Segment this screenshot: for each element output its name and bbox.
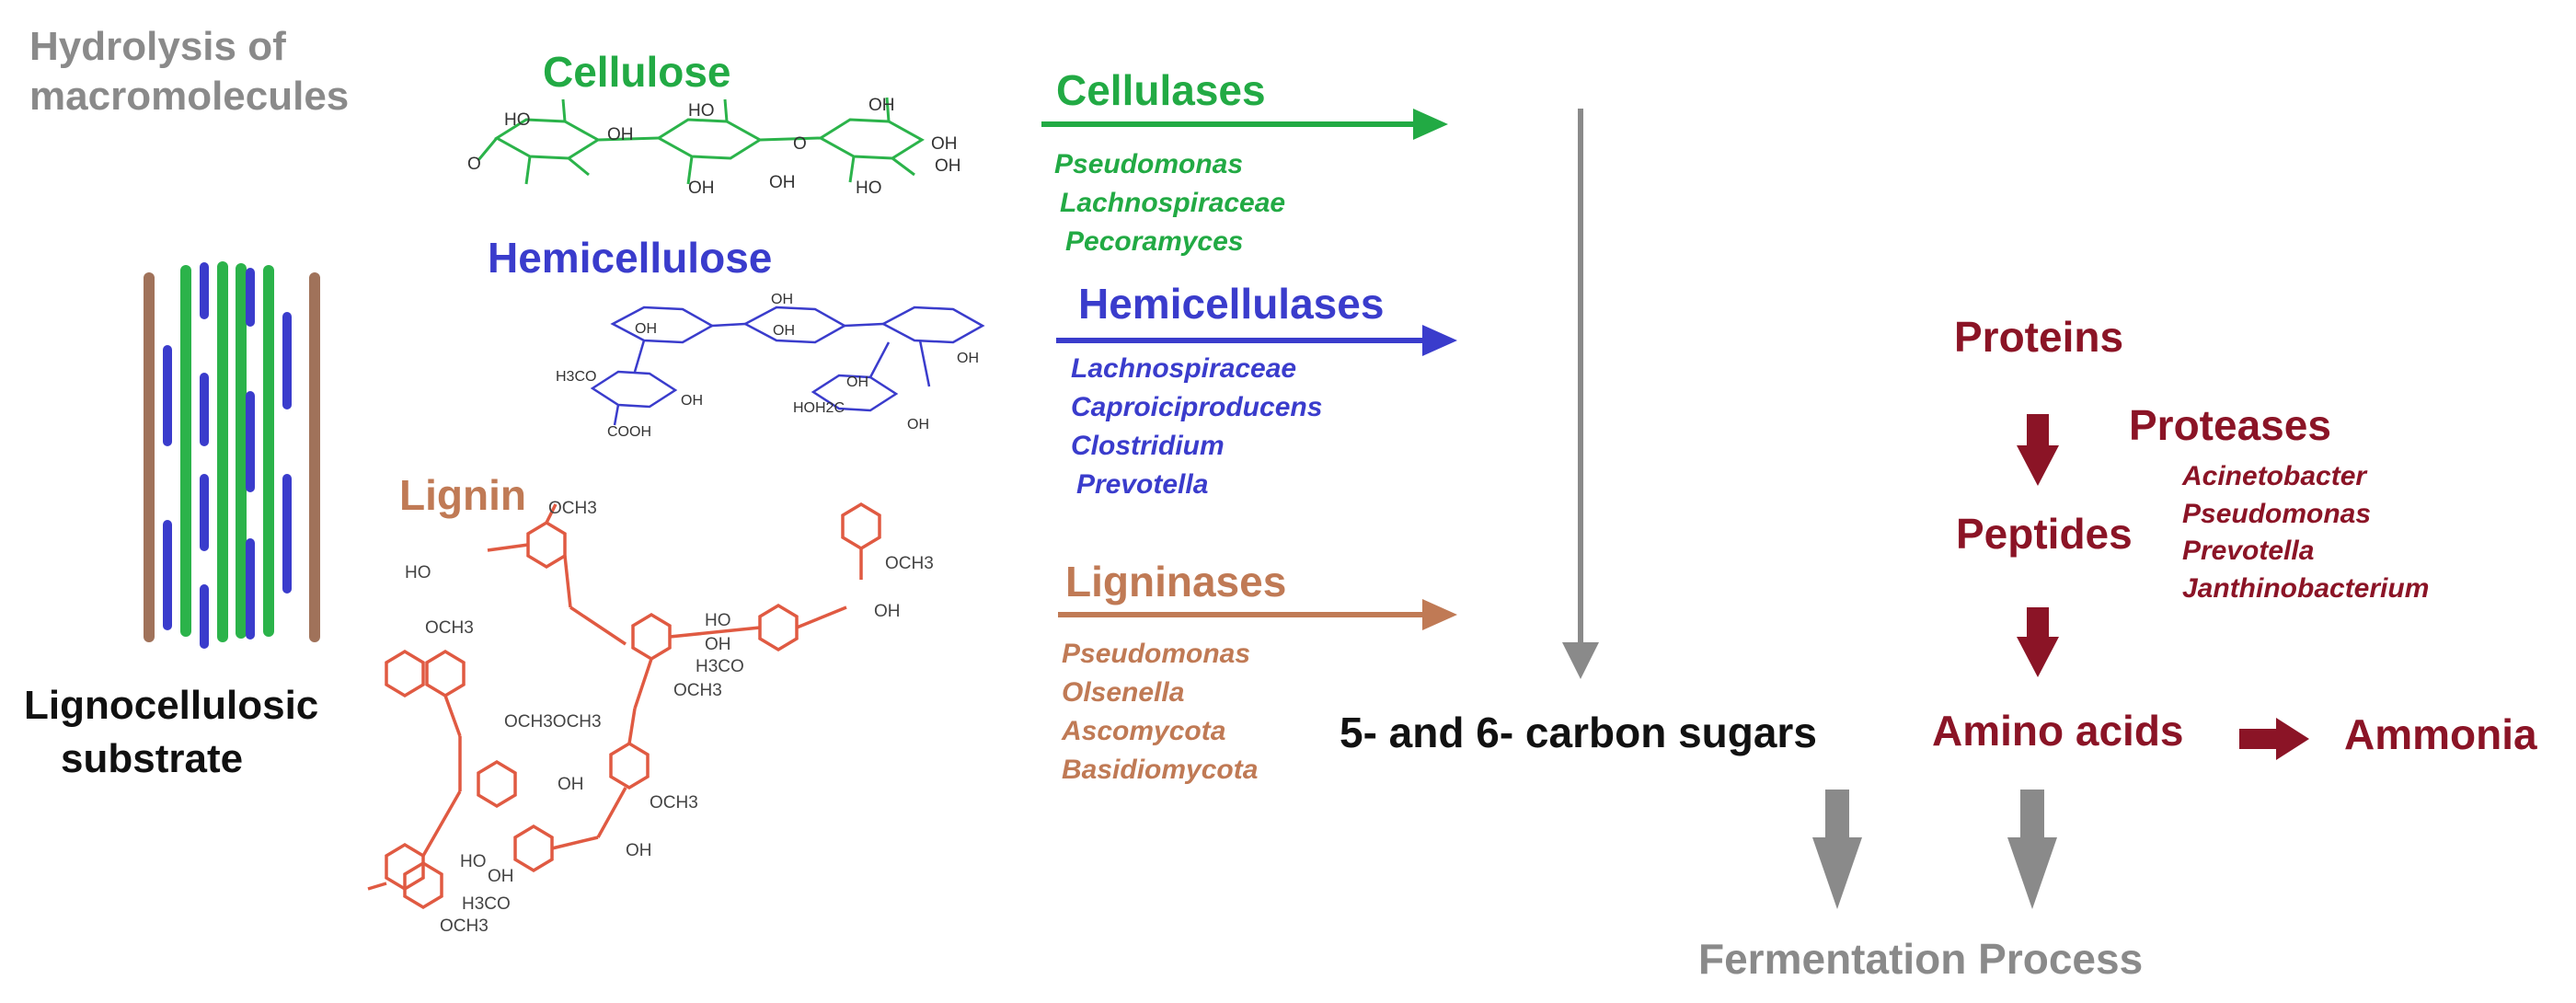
- atom-label: OH: [935, 156, 961, 176]
- peptides-to-amino-acids-arrow: [2017, 607, 2059, 677]
- atom-label: OCH3: [650, 793, 698, 813]
- fermentation-label: Fermentation Process: [1698, 935, 2144, 983]
- organism-name: Pseudomonas: [1062, 639, 1251, 669]
- atom-label: OH: [868, 96, 895, 115]
- organism-name: Olsenella: [1062, 677, 1185, 708]
- substrate-label-line-2: substrate: [61, 736, 244, 781]
- atom-label: HO: [856, 179, 882, 198]
- hemicellulose-organisms: Lachnospiraceae Caproiciproducens Clostr…: [1071, 350, 1322, 504]
- atom-label: OCH3: [425, 618, 474, 638]
- atom-label: COOH: [607, 424, 651, 440]
- atom-label: OH: [769, 173, 796, 192]
- atom-label: OH: [957, 351, 979, 366]
- atom-label: OH: [907, 417, 929, 432]
- organism-name: Pseudomonas: [1054, 149, 1244, 179]
- sugars-to-fermentation-arrow: [1812, 790, 1862, 909]
- lignin-organisms: Pseudomonas Olsenella Ascomycota Basidio…: [1062, 635, 1258, 790]
- hemicellulose-label: Hemicellulose: [488, 234, 773, 282]
- sugars-label: 5- and 6- carbon sugars: [1340, 709, 1817, 756]
- atom-label: OCH3: [673, 681, 722, 700]
- atom-label: H3CO: [462, 894, 511, 914]
- title-line-1: Hydrolysis of: [29, 24, 286, 69]
- hemicellulose-atom-labels: OH OH OH OH H3CO OH COOH HOH2C OH OH: [556, 292, 979, 440]
- atom-label: HOH2C: [793, 400, 845, 416]
- cellulose-organisms: Pseudomonas Lachnospiraceae Pecoramyces: [1054, 145, 1285, 261]
- protein-organisms: Acinetobacter Pseudomonas Prevotella Jan…: [2182, 458, 2429, 607]
- organism-name: Lachnospiraceae: [1071, 353, 1297, 384]
- ammonia-label: Ammonia: [2344, 710, 2537, 758]
- atom-label: OCH3: [885, 554, 934, 573]
- lignin-label: Lignin: [399, 471, 526, 519]
- ligninases-arrow: [1058, 599, 1457, 630]
- atom-label: OH: [705, 635, 731, 654]
- atom-label: H3CO: [556, 369, 596, 385]
- atom-label: OH: [773, 323, 795, 339]
- cellulases-label: Cellulases: [1056, 66, 1266, 114]
- atom-label: O: [467, 155, 481, 174]
- atom-label: OH: [488, 867, 514, 886]
- proteins-to-peptides-arrow: [2017, 414, 2059, 486]
- atom-label: HO: [504, 110, 531, 130]
- proteases-label: Proteases: [2129, 401, 2331, 449]
- atom-label: O: [793, 134, 807, 154]
- organism-name: Caproiciproducens: [1071, 392, 1323, 422]
- cellulose-atom-labels: HO OH HO O OH OH OH O OH HO OH: [467, 96, 961, 198]
- atom-label: OH: [607, 125, 634, 144]
- organism-name: Ascomycota: [1062, 716, 1226, 746]
- atom-label: OH: [558, 775, 584, 794]
- organism-name: Janthinobacterium: [2182, 572, 2430, 604]
- organism-name: Lachnospiraceae: [1060, 188, 1286, 218]
- hemicellulose-structure-icon: [590, 306, 985, 426]
- atom-label: OH: [681, 393, 703, 409]
- substrate-label-line-1: Lignocellulosic: [24, 683, 319, 728]
- atom-label: OCH3: [440, 917, 489, 936]
- atom-label: OH: [688, 179, 715, 198]
- atom-label: OH: [931, 134, 958, 154]
- cellulose-label: Cellulose: [543, 48, 731, 96]
- lignin-atom-labels: OCH3 HO OCH3 OCH3 OCH3OCH3 HO OH H3CO OC…: [405, 499, 934, 936]
- hemicellulases-label: Hemicellulases: [1078, 280, 1385, 328]
- organism-name: Pseudomonas: [2182, 498, 2372, 529]
- atom-label: H3CO: [696, 657, 744, 676]
- atom-label: HO: [405, 563, 431, 582]
- sugars-down-arrow: [1562, 109, 1599, 679]
- atom-label: OH: [771, 292, 793, 307]
- organism-name: Acinetobacter: [2182, 461, 2367, 491]
- cellulose-structure-icon: [477, 97, 925, 185]
- title-line-2: macromolecules: [29, 74, 350, 119]
- peptides-label: Peptides: [1956, 510, 2133, 558]
- organism-name: Basidiomycota: [1062, 755, 1259, 785]
- proteins-label: Proteins: [1954, 313, 2124, 361]
- atom-label: HO: [460, 852, 487, 871]
- atom-label: OH: [846, 375, 868, 390]
- atom-label: HO: [688, 101, 715, 121]
- amino-acids-label: Amino acids: [1932, 707, 2184, 755]
- organism-name: Pecoramyces: [1065, 226, 1244, 257]
- lignocellulosic-fiber-icon: [144, 261, 320, 649]
- lignin-structure-icon: [367, 502, 881, 910]
- atom-label: OH: [635, 321, 657, 337]
- ligninases-label: Ligninases: [1065, 558, 1287, 605]
- atom-label: OH: [874, 602, 901, 621]
- atom-label: HO: [705, 611, 731, 630]
- organism-name: Prevotella: [1076, 469, 1209, 500]
- atom-label: OCH3OCH3: [504, 712, 602, 732]
- amino-acids-to-ammonia-arrow: [2239, 718, 2309, 760]
- amino-acids-to-fermentation-arrow: [2007, 790, 2057, 909]
- organism-name: Prevotella: [2182, 536, 2315, 566]
- organism-name: Clostridium: [1071, 431, 1225, 461]
- hemicellulases-arrow: [1056, 325, 1457, 356]
- atom-label: OH: [626, 841, 652, 860]
- atom-label: OCH3: [548, 499, 597, 518]
- cellulases-arrow: [1041, 109, 1448, 140]
